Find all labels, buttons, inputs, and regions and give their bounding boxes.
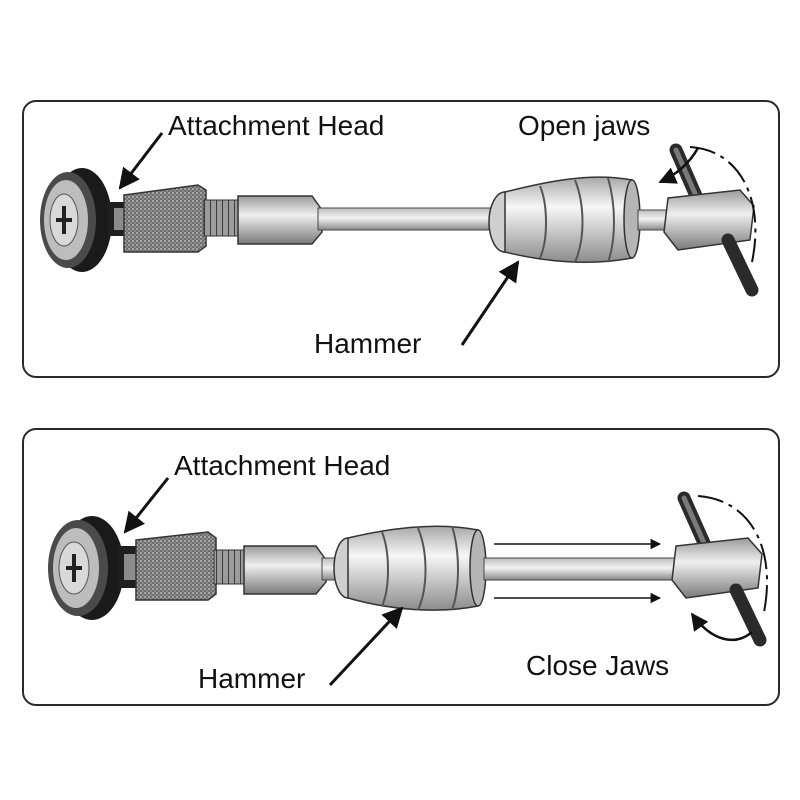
bottom-t-handle (671, 491, 767, 647)
top-knurled-grip (123, 184, 207, 253)
bottom-hammer-arrow (328, 606, 404, 687)
bottom-close-jaws-label: Close Jaws (526, 650, 670, 681)
bottom-attachment-head-arrow (123, 477, 170, 534)
top-hammer-arrow (460, 260, 520, 346)
top-t-handle (663, 143, 759, 297)
bottom-hammer-label: Hammer (198, 663, 306, 694)
top-hammer (488, 176, 641, 263)
top-hammer-label: Hammer (314, 328, 422, 359)
top-attachment-head-label: Attachment Head (168, 110, 385, 141)
top-attachment-head-arrow (118, 132, 164, 190)
bottom-knurled-grip (135, 531, 217, 601)
top-tool (40, 143, 759, 297)
top-open-jaws-label: Open jaws (518, 110, 651, 141)
bottom-tool (48, 491, 768, 647)
bottom-hammer (333, 525, 487, 611)
bottom-attachment-head-label: Attachment Head (174, 450, 391, 481)
top-attachment-disc (40, 168, 112, 272)
bottom-attachment-disc (48, 516, 124, 620)
